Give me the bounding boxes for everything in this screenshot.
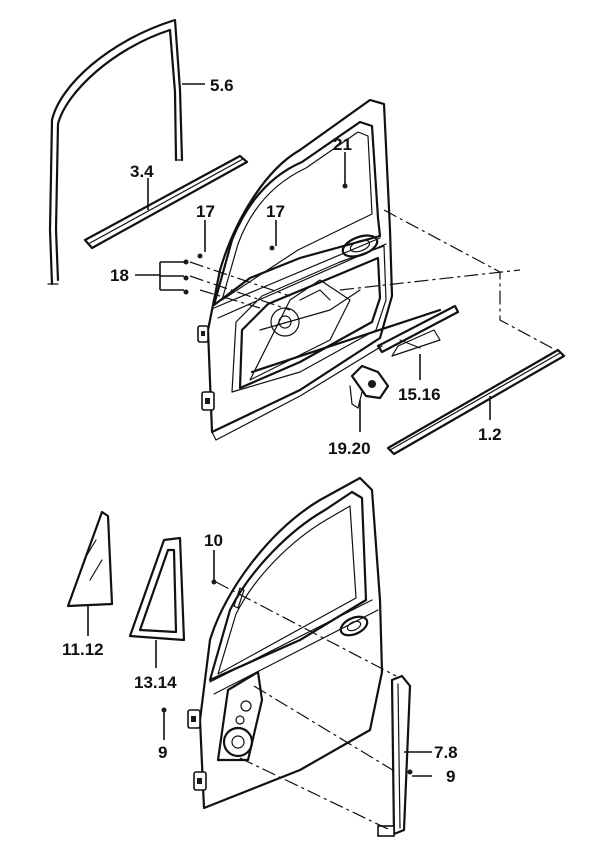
assembly-guides-top: [189, 209, 553, 349]
hinge-lower-bottom: [193, 771, 207, 791]
front-door-outer-bottom: [198, 476, 384, 810]
assembly-guides-bottom: [215, 581, 397, 831]
label-19-20: 19.20: [328, 439, 371, 458]
quarter-glass-11-12: [66, 510, 114, 608]
leader-lines-top: [135, 83, 491, 432]
hinge-upper-top: [197, 325, 209, 343]
fastener-dots-bottom: [161, 579, 413, 775]
leader-lines-bottom: [87, 550, 432, 777]
regulator-rail-15-16: [376, 304, 460, 357]
label-13-14: 13.14: [134, 673, 177, 692]
label-3-4: 3.4: [130, 162, 154, 181]
label-17a: 17: [196, 202, 215, 221]
label-10: 10: [204, 531, 223, 550]
label-9b: 9: [446, 767, 455, 786]
weatherstrip-5-6: [47, 18, 184, 286]
hinge-upper-bottom: [187, 709, 201, 729]
label-15-16: 15.16: [398, 385, 441, 404]
hinge-lower-top: [201, 391, 215, 411]
window-regulator-bottom: [216, 670, 264, 762]
label-9a: 9: [158, 743, 167, 762]
lock-actuator-19-20: [349, 364, 390, 409]
front-door-outer-top: [206, 98, 394, 441]
molding-rod-1-2: [386, 348, 566, 456]
label-5-6: 5.6: [210, 76, 234, 95]
clips-18: [183, 183, 348, 295]
label-11-12: 11.12: [62, 640, 104, 659]
label-17b: 17: [266, 202, 285, 221]
label-18: 18: [110, 266, 129, 285]
rear-channel-7-8: [377, 674, 412, 837]
label-21: 21: [333, 135, 352, 154]
label-7-8: 7.8: [434, 743, 458, 762]
label-1-2: 1.2: [478, 425, 502, 444]
window-regulator-top: [249, 279, 442, 381]
quarter-seal-13-14: [128, 536, 186, 642]
belt-molding-3-4: [83, 154, 249, 250]
